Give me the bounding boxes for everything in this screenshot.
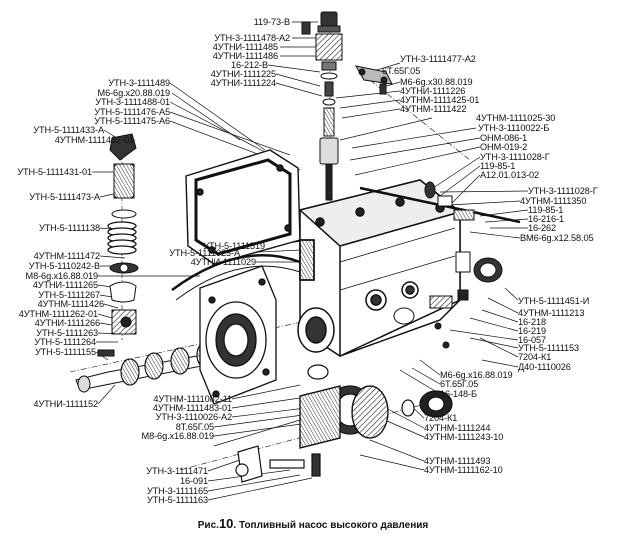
part-label: 16-057 [518,335,547,345]
part-label: ОНМ-019-2 [480,142,528,152]
part-label: ВМ6-6g.x12.58.05 [520,233,594,243]
part-label: УТН-3-1111165 [146,486,208,496]
part-label: УТН-3-1111489 [108,78,170,88]
part-label: УТН-3-1111028-Г [480,152,550,162]
part-label: 4УТНИ-1111029 [190,257,256,267]
part-label: 119-73-В [253,17,290,27]
part-label: 4УТНМ-1111262-01 [18,309,98,319]
caption-number: 10 [218,516,234,531]
part-label: УТН-5-1111155 [34,347,96,357]
part-label: УТН-3-1110022-Б [478,123,550,133]
part-label: 16-219 [518,326,547,336]
left-parts [97,133,139,357]
part-label: УТН-5-1111153 [518,343,580,353]
part-label: УТН-5-1111475-А6 [94,116,170,126]
coupling-group [235,364,453,483]
part-label: А12.01.013-02 [480,170,539,180]
part-label: 16-212-В [231,60,268,70]
part-label: УТН-5-1111163 [146,495,208,505]
part-label: 4УТНИ-1111486 [212,51,278,61]
bracket-upper-right [355,65,393,95]
part-label: 4УТНИ-1111266 [34,318,100,328]
part-label: 16-262 [528,223,557,233]
part-label: Д40-1110026 [518,362,571,372]
part-label: 4УТНМ-1111426 [37,299,104,309]
part-label: 4УТНМ-1111350 [520,196,587,206]
part-label: М6-6g.x20.88.019 [97,88,171,98]
part-label: М8-6g.x16.88.019 [25,271,99,281]
part-label: ОНМ-086-1 [480,133,528,143]
part-label: УТН-5-1111476-А5 [94,107,170,117]
valve-stack [301,11,343,201]
part-label: 4УТНМ-1111082-11 [153,394,232,404]
part-label: 7204-К1 [424,413,458,423]
part-label: 7204-К1 [518,352,552,362]
part-label: 16-216-1 [528,214,564,224]
part-label: М6-6g.x16.88.019 [440,370,513,380]
part-label: УТН-5-1110242-В [28,261,101,271]
part-label: УТН-3-1111028-Г [528,186,598,196]
part-label: 4УТНМ-1111493 [424,456,491,466]
part-label: УТН-5-1111267 [38,290,100,300]
part-label: 4УТНИ-1111224 [210,78,276,88]
part-label: 4УТНИ-1111152 [33,399,98,409]
part-label: 16-218 [518,317,547,327]
part-label: 4УТНМ-1111422 [400,104,467,114]
caption-prefix: Рис. [197,520,219,531]
part-label: 4УТНМ-1111432-01 [54,135,134,145]
figure-caption: Рис.10. Топливный насос высокого давлени… [0,516,626,531]
part-label: УТН-5-1111023-А [169,248,240,258]
part-label: УТН-3-1111477-А2 [400,54,476,64]
part-label: 16-091 [179,476,208,486]
part-label: 4УТНМ-1111162-10 [424,465,503,475]
part-label: М6-6g.x30.88.019 [400,77,473,87]
part-label: УТН-5-1111138 [38,223,100,233]
part-label: УТН-5-1111473-А [29,192,100,202]
part-label: УТН-5-1111433-А [33,125,104,135]
part-label: М8-6g.x16.88.019 [141,431,215,441]
part-label: 4УТНМ-1111025-30 [476,113,556,123]
part-label: УТН-3-1110026-А2 [155,412,233,422]
part-label: УТН-3-1111488-01 [95,97,170,107]
part-label: 4УТНИ-1111225 [210,69,276,79]
end-plate [199,265,277,405]
part-label: УТН-3-1111471 [146,466,208,476]
part-label: УТН-5-1111264 [34,337,96,347]
part-label: 4УТНМ-1111425-01 [400,95,480,105]
part-label: УТН-5-1111451-И [518,296,590,306]
part-label: УТН-5-1111431-01 [17,167,92,177]
part-label: УТН-5-1111519 [203,241,265,251]
part-label: 6Т.65Г.05 [382,66,421,76]
caption-text: . Топливный насос высокого давления [233,520,429,531]
part-label: 16-148-Б [440,389,477,399]
part-label: 4УТНМ-1111472 [33,251,100,261]
part-label: 4УТНИ-1111485 [212,42,278,52]
part-label: 119-85-1 [480,161,516,171]
part-label: 4УТНМ-1111243-10 [424,432,504,442]
part-label: 4УТНМ-1111244 [424,423,491,433]
right-parts [359,181,521,349]
part-label: УТН-3-1111478-А2 [214,33,290,43]
camshaft [75,341,233,393]
part-label: 4УТНМ-1111213 [518,308,585,318]
part-label: 8Т.65Г.05 [175,422,214,432]
part-label: 119-85-1 [528,205,564,215]
part-label: 4УТНИ-1111265 [32,280,98,290]
part-label: 4УТНМ-1111483-01 [152,403,232,413]
part-label: УТН-5-1111263 [36,328,98,338]
pump-housing [171,179,462,358]
part-label: 4УТНИ-1111226 [400,86,466,96]
part-label: 6Т.65Г.05 [440,379,479,389]
